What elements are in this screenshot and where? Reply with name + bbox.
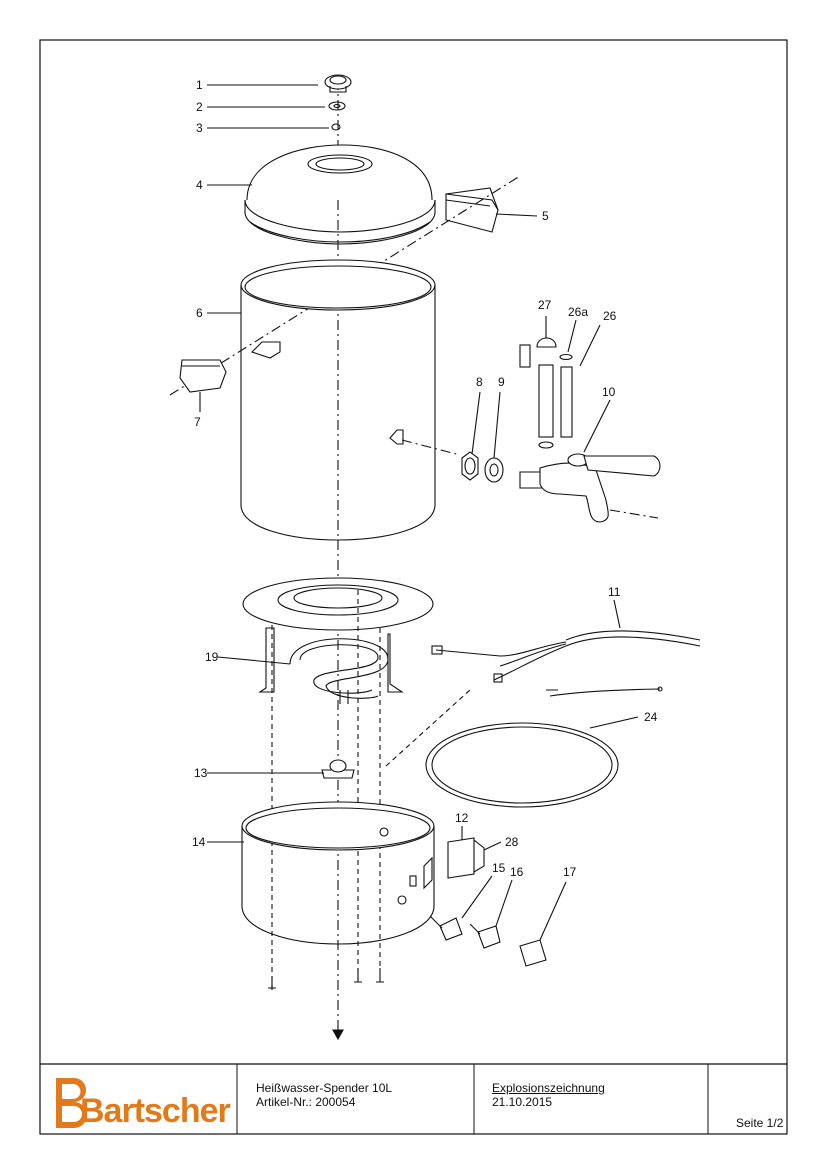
article-number: Artikel-Nr.: 200054 (256, 1095, 356, 1109)
title-block-product: Heißwasser-Spender 10L Artikel-Nr.: 2000… (256, 1081, 392, 1151)
part-label-6: 6 (196, 306, 203, 320)
drawing-date: 21.10.2015 (492, 1095, 553, 1109)
product-name: Heißwasser-Spender 10L (256, 1081, 393, 1095)
heating-element (289, 638, 389, 704)
title-block-drawing: Explosionszeichnung 21.10.2015 (492, 1081, 605, 1151)
part-label-5: 5 (542, 209, 549, 223)
part-label-13: 13 (194, 766, 208, 780)
part-label-28: 28 (505, 835, 519, 849)
control-switch (423, 837, 485, 890)
part-label-27: 27 (538, 298, 552, 312)
part-label-26a: 26a (568, 305, 588, 319)
tap-washer (484, 457, 504, 483)
drawing-type: Explosionszeichnung (492, 1081, 605, 1095)
part-label-2: 2 (196, 100, 203, 114)
power-cable (431, 630, 701, 697)
part-label-11: 11 (608, 585, 621, 599)
part-label-12: 12 (455, 811, 469, 825)
side-handle (179, 359, 227, 393)
fuse-holder (469, 923, 501, 949)
part-label-17: 17 (563, 865, 577, 879)
drawing-border (39, 39, 788, 1135)
lid (244, 144, 436, 245)
axis-arrow (332, 1029, 344, 1041)
tank-body (240, 259, 461, 541)
part-label-9: 9 (498, 375, 505, 389)
screws (268, 968, 384, 989)
part-label-3: 3 (196, 121, 203, 135)
bartscher-logo (56, 1078, 87, 1128)
part-label-7: 7 (194, 415, 201, 429)
part-label-8: 8 (476, 375, 483, 389)
thermostat (321, 759, 355, 779)
knob-washer (328, 101, 346, 111)
part-label-15: 15 (492, 861, 506, 875)
part-label-1: 1 (196, 78, 203, 92)
gauge-glass (519, 337, 573, 449)
tap-nut (461, 451, 479, 481)
power-switch (519, 939, 547, 967)
part-label-24: 24 (644, 710, 658, 724)
part-label-4: 4 (196, 178, 203, 192)
part-label-14: 14 (192, 835, 206, 849)
gasket-ring (425, 722, 619, 808)
lid-knob (324, 74, 352, 93)
bracket-left (258, 627, 275, 693)
part-label-19: 19 (205, 650, 219, 664)
knob-nut (331, 123, 341, 131)
page-number: Seite 1/2 (736, 1116, 784, 1130)
base-plate (242, 577, 434, 631)
indicator-lamp (429, 915, 463, 941)
part-label-16: 16 (510, 865, 524, 879)
lid-handle (445, 187, 499, 233)
water-tap (519, 453, 661, 523)
part-label-26: 26 (603, 309, 617, 323)
base-housing (241, 801, 435, 945)
part-label-10: 10 (602, 385, 616, 399)
bracket-right (387, 633, 404, 693)
logo-wordmark: Bartscher (80, 1092, 231, 1130)
